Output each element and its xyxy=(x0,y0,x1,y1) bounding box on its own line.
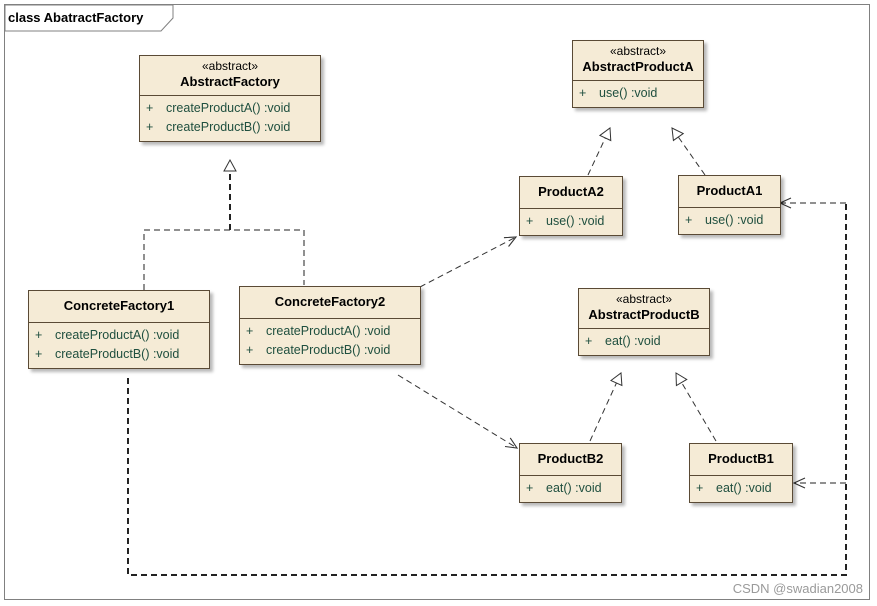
operation: + eat() :void xyxy=(526,479,615,498)
stereotype-label: «abstract» xyxy=(609,44,667,58)
class-header: «abstract» AbstractFactory xyxy=(140,56,320,96)
class-producta2[interactable]: ProductA2 + use() :void xyxy=(519,176,623,236)
operation: + createProductB() :void xyxy=(35,345,203,364)
operation: + use() :void xyxy=(579,84,697,103)
class-name: ProductB1 xyxy=(708,451,774,466)
class-name: ProductA1 xyxy=(696,183,763,198)
class-name: AbstractFactory xyxy=(180,74,280,89)
visibility-marker: + xyxy=(585,334,593,348)
realization-abstractfactory xyxy=(143,158,305,290)
operation: + createProductB() :void xyxy=(246,341,414,360)
class-header: «abstract» AbstractProductA xyxy=(573,41,703,81)
class-name: ProductB2 xyxy=(537,451,604,466)
realization-productb1 xyxy=(675,372,717,442)
class-header: ProductB2 xyxy=(520,444,621,476)
operation: + eat() :void xyxy=(585,332,703,351)
visibility-marker: + xyxy=(526,214,534,228)
class-name: ConcreteFactory1 xyxy=(63,298,175,313)
diagram-title: class AbatractFactory xyxy=(8,10,144,25)
class-header: «abstract» AbstractProductB xyxy=(579,289,709,329)
class-header: ConcreteFactory1 xyxy=(29,291,209,323)
operation-signature: use() :void xyxy=(705,213,764,227)
visibility-marker: + xyxy=(146,101,154,115)
visibility-marker: + xyxy=(35,347,43,361)
class-name: AbstractProductA xyxy=(582,59,694,74)
operations-compartment: + use() :void xyxy=(573,81,703,107)
class-abstractproducta[interactable]: «abstract» AbstractProductA + use() :void xyxy=(572,40,704,108)
class-concretefactory2[interactable]: ConcreteFactory2 + createProductA() :void… xyxy=(239,286,421,365)
operation-signature: eat() :void xyxy=(716,481,772,495)
class-header: ProductA2 xyxy=(520,177,622,209)
operation: + createProductA() :void xyxy=(35,326,203,345)
visibility-marker: + xyxy=(246,324,254,338)
visibility-marker: + xyxy=(146,120,154,134)
realization-producta1 xyxy=(671,127,706,176)
operations-compartment: + eat() :void xyxy=(579,329,709,355)
operation-signature: eat() :void xyxy=(605,334,661,348)
operations-compartment: + createProductA() :void + createProductB(… xyxy=(29,323,209,368)
dependency-cf2-producta2 xyxy=(419,236,518,288)
class-name: ConcreteFactory2 xyxy=(274,294,386,309)
operation: + use() :void xyxy=(685,211,774,230)
class-header: ProductA1 xyxy=(679,176,780,208)
operations-compartment: + createProductA() :void + createProductB(… xyxy=(140,96,320,141)
operation: + createProductA() :void xyxy=(146,99,314,118)
stereotype-label: «abstract» xyxy=(201,59,259,73)
operation: + createProductB() :void xyxy=(146,118,314,137)
operation: + use() :void xyxy=(526,212,616,231)
operations-compartment: + eat() :void xyxy=(520,476,621,502)
class-header: ConcreteFactory2 xyxy=(240,287,420,319)
operations-compartment: + createProductA() :void + createProductB(… xyxy=(240,319,420,364)
class-abstractfactory[interactable]: «abstract» AbstractFactory + createProduc… xyxy=(139,55,321,142)
visibility-marker: + xyxy=(685,213,693,227)
class-abstractproductb[interactable]: «abstract» AbstractProductB + eat() :void xyxy=(578,288,710,356)
operation-signature: createProductB() :void xyxy=(55,347,180,361)
operation: + eat() :void xyxy=(696,479,786,498)
frame-title-tab xyxy=(4,4,174,32)
operations-compartment: + use() :void xyxy=(520,209,622,235)
operation-signature: createProductA() :void xyxy=(266,324,391,338)
visibility-marker: + xyxy=(35,328,43,342)
operation-signature: use() :void xyxy=(546,214,605,228)
visibility-marker: + xyxy=(246,343,254,357)
watermark: CSDN @swadian2008 xyxy=(732,581,863,596)
class-name: AbstractProductB xyxy=(588,307,700,322)
operations-compartment: + use() :void xyxy=(679,208,780,234)
class-productb1[interactable]: ProductB1 + eat() :void xyxy=(689,443,793,503)
class-producta1[interactable]: ProductA1 + use() :void xyxy=(678,175,781,235)
dependency-cf1-products xyxy=(127,197,847,576)
class-name: ProductA2 xyxy=(538,184,604,199)
class-header: ProductB1 xyxy=(690,444,792,476)
operations-compartment: + eat() :void xyxy=(690,476,792,502)
visibility-marker: + xyxy=(696,481,704,495)
operation-signature: createProductA() :void xyxy=(55,328,180,342)
operation-signature: createProductA() :void xyxy=(166,101,291,115)
operation: + createProductA() :void xyxy=(246,322,414,341)
realization-productb2 xyxy=(589,372,623,442)
visibility-marker: + xyxy=(526,481,534,495)
stereotype-label: «abstract» xyxy=(615,292,673,306)
operation-signature: use() :void xyxy=(599,86,658,100)
operation-signature: createProductB() :void xyxy=(166,120,291,134)
visibility-marker: + xyxy=(579,86,587,100)
dependency-cf2-productb2 xyxy=(397,374,519,449)
realization-producta2 xyxy=(587,127,612,176)
operation-signature: createProductB() :void xyxy=(266,343,391,357)
class-concretefactory1[interactable]: ConcreteFactory1 + createProductA() :void… xyxy=(28,290,210,369)
class-productb2[interactable]: ProductB2 + eat() :void xyxy=(519,443,622,503)
operation-signature: eat() :void xyxy=(546,481,602,495)
